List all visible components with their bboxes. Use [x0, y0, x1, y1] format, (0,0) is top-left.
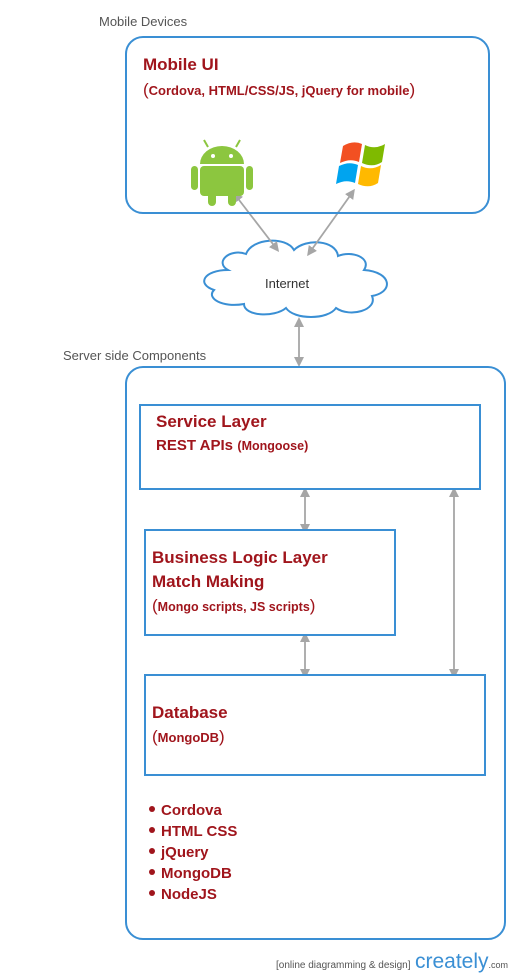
service-layer-box	[139, 404, 481, 490]
creately-suffix: .com	[488, 960, 509, 970]
business-layer-subtitle: (Mongo scripts, JS scripts)	[152, 596, 315, 616]
business-open-paren: (	[152, 596, 158, 615]
match-making-title: Match Making	[152, 572, 265, 591]
bullet-icon	[149, 890, 155, 897]
tech-item: jQuery	[149, 842, 237, 863]
creately-logo: creately	[414, 950, 489, 973]
arrow-android-internet	[232, 192, 280, 252]
windows-icon	[336, 142, 385, 187]
technology-list: Cordova HTML CSS jQuery MongoDB NodeJS	[149, 800, 237, 905]
bullet-icon	[149, 827, 155, 834]
business-layer-title: Business Logic Layer	[152, 548, 328, 567]
watermark-text: [online diagramming & design]	[276, 960, 411, 971]
business-sub-text: Mongo scripts, JS scripts	[157, 600, 310, 614]
database-open-paren: (	[152, 727, 158, 746]
database-title: Database	[152, 703, 228, 722]
rest-apis-label: REST APIs	[156, 437, 233, 454]
server-section-caption: Server side Components	[63, 348, 207, 363]
mobile-container	[125, 36, 490, 214]
mongoose-label: (Mongoose)	[237, 439, 309, 453]
arrow-windows-internet	[307, 188, 355, 257]
business-layer-box	[144, 529, 396, 636]
bullet-icon	[149, 869, 155, 876]
server-container	[125, 366, 506, 940]
bullet-icon	[149, 848, 155, 855]
subtitle-text: Cordova, HTML/CSS/JS, jQuery for mobile	[148, 83, 410, 98]
tech-item: NodeJS	[149, 884, 237, 905]
tech-item: HTML CSS	[149, 821, 237, 842]
creately-watermark[interactable]: [online diagramming & design] creately.c…	[276, 950, 508, 974]
android-icon	[191, 139, 253, 206]
subtitle-close-paren: )	[409, 80, 416, 99]
database-close-paren: )	[219, 727, 225, 746]
mobile-ui-subtitle: (Cordova, HTML/CSS/JS, jQuery for mobile…	[143, 80, 415, 100]
internet-label: Internet	[265, 276, 310, 291]
service-layer-subtitle: REST APIs (Mongoose)	[156, 437, 308, 455]
tech-item: MongoDB	[149, 863, 237, 884]
mobile-section-caption: Mobile Devices	[99, 14, 188, 29]
service-layer-title: Service Layer	[156, 412, 267, 431]
business-close-paren: )	[309, 596, 316, 615]
subtitle-open-paren: (	[143, 80, 149, 99]
database-box	[144, 674, 486, 776]
tech-item: Cordova	[149, 800, 237, 821]
database-subtitle: (MongoDB)	[152, 727, 225, 747]
bullet-icon	[149, 806, 155, 813]
database-sub-text: MongoDB	[157, 730, 220, 745]
mobile-ui-title: Mobile UI	[143, 55, 219, 74]
cloud-icon	[203, 239, 388, 318]
